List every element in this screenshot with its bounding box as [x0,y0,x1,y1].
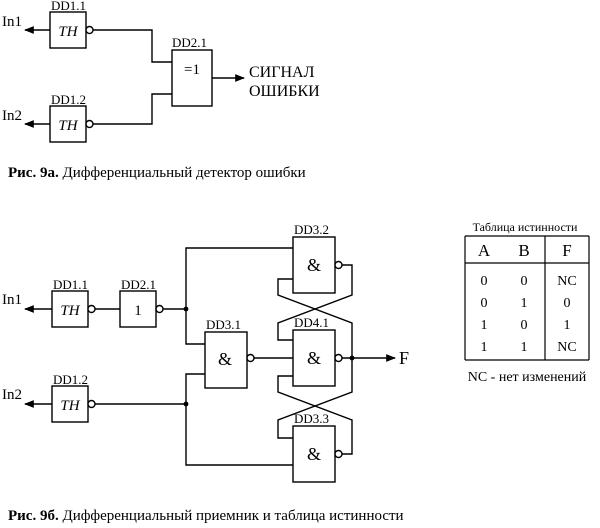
gate-dd3-3 [292,425,336,483]
gate-dd4-1 [292,329,336,387]
inverter-bubble [334,449,343,459]
input-in1-b: In1 [2,292,22,308]
label-dd1-2-b: DD1.2 [53,372,88,387]
truth-table-note: NC - нет изменений [468,370,587,385]
junction-dot [183,306,189,312]
label-dd2-1-a: DD2.1 [172,35,207,50]
gate-dd3-2 [292,236,336,294]
label-dd3-2: DD3.2 [294,222,329,237]
gate-th-label: TH [58,118,78,134]
figure-b-caption-prefix: Рис. 9б. [8,508,59,524]
inverter-bubble [334,260,343,270]
figure-a-caption-prefix: Рис. 9а. [8,165,59,181]
gate-dd2-1-a [171,49,213,107]
label-dd4-1: DD4.1 [294,315,329,330]
gate-and-label: & [307,348,321,368]
label-dd1-1-a: DD1.1 [51,0,86,13]
output-label-line1: СИГНАЛ [249,64,315,81]
figure-a-caption-text: Дифференциальный детектор ошибки [58,165,306,181]
wire-a-to-dd31 [185,309,205,345]
table-cell: NC [557,274,576,289]
inverter-bubble [155,304,164,314]
figure-b-caption-text: Дифференциальный приемник и таблица исти… [58,508,404,524]
label-dd2-1-b: DD2.1 [121,277,156,292]
wire-dd41-to-dd32 [277,278,353,358]
truth-table: Таблица истинности A B F 0 0 NC 0 1 0 1 … [464,220,590,385]
figure-b-caption: Рис. 9б. Дифференциальный приемник и таб… [8,508,404,525]
table-cell: 0 [564,296,571,311]
input-in2-a: In2 [2,108,22,124]
input-in1-a: In1 [2,14,22,30]
inverter-bubble [334,353,343,363]
gate-dd1-2-a [49,105,87,143]
table-cell: 0 [521,274,528,289]
gate-and-label: & [218,349,232,369]
gate-xor-label: =1 [184,62,200,78]
figure-a-labels: DD1.1 DD1.2 DD2.1 TH TH =1 In1 In2 СИГНА… [2,0,320,134]
wire-a2-xor [93,93,172,125]
gate-buf-label: 1 [134,303,142,319]
output-label-line2: ОШИБКИ [249,83,320,100]
junction-dot [349,355,355,361]
label-dd1-2-a: DD1.2 [51,92,86,107]
gate-th-label: TH [60,398,80,414]
figure-b-labels: DD1.1 DD2.1 DD1.2 DD3.1 DD3.2 DD4.1 DD3.… [2,222,409,464]
table-cell: 1 [564,318,571,333]
gate-dd1-1-b [51,290,89,328]
table-cell: 1 [481,340,488,355]
gate-th-label: TH [60,303,80,319]
label-dd1-1-b: DD1.1 [53,277,88,292]
wire-a1-xor [93,29,172,63]
inverter-bubble [87,399,96,409]
wire-b-to-dd33 [185,404,293,466]
gate-th-label: TH [58,24,78,40]
table-cell: 1 [481,318,488,333]
wire-b-to-dd31 [185,373,205,404]
wire-a-to-dd32 [185,247,293,309]
wire-dd41-to-dd33 [277,358,353,439]
table-cell: 1 [521,340,528,355]
output-f-label: F [399,348,409,368]
table-header-cell: B [518,241,529,260]
inverter-bubble [85,119,94,129]
table-cell: 0 [481,296,488,311]
junction-dot [183,401,189,407]
figure-b-junctions [183,306,355,407]
truth-table-title: Таблица истинности [473,220,578,234]
gate-and-label: & [307,444,321,464]
gate-and-label: & [307,255,321,275]
figure-a-caption: Рис. 9а. Дифференциальный детектор ошибк… [8,165,306,182]
table-cell: 0 [521,318,528,333]
table-header-cell: A [478,241,491,260]
table-cell: 0 [481,274,488,289]
inverter-bubble [87,304,96,314]
table-cell: NC [557,340,576,355]
table-header-cell: F [562,241,571,260]
inverter-bubble [246,353,255,363]
figure-a-diagram [24,11,245,143]
label-dd3-1: DD3.1 [206,317,241,332]
input-in2-b: In2 [2,387,22,403]
inverter-bubble [85,25,94,35]
label-dd3-3: DD3.3 [294,411,329,426]
table-cell: 1 [521,296,528,311]
figure-b-diagram [24,236,396,483]
gate-dd3-1 [204,331,248,389]
